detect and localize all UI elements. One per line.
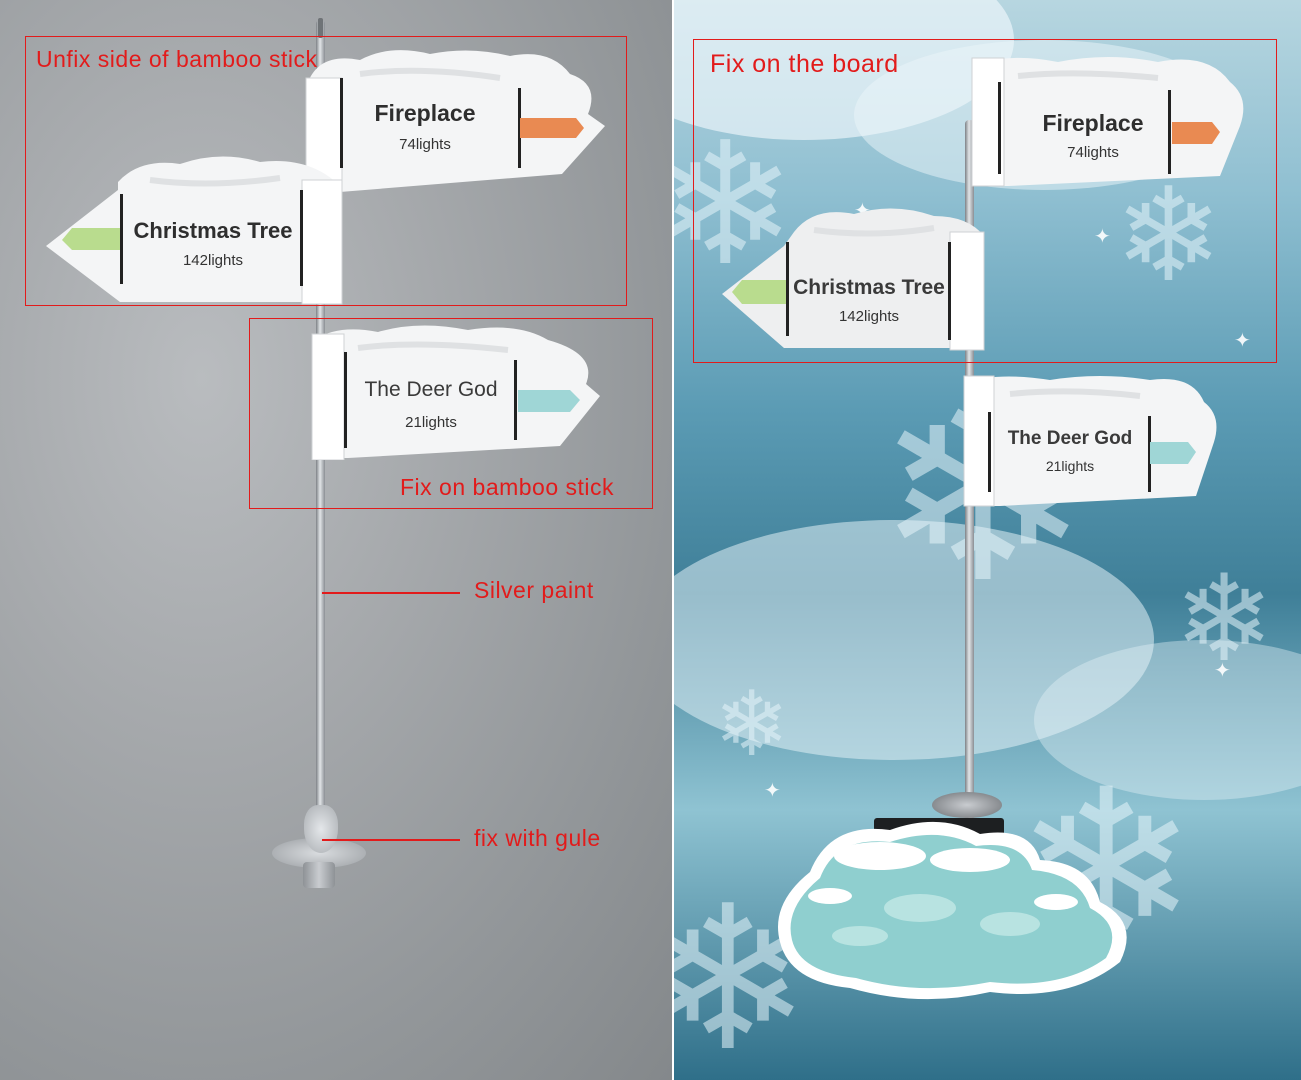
deer-god-sign-count: 21lights: [1045, 458, 1095, 474]
photo-divider: [672, 0, 674, 1080]
fireplace-sign-count: 74lights: [1067, 144, 1119, 161]
deer-god-sign-count: 21lights: [405, 414, 457, 431]
christmas-tree-sign-count: 142lights: [182, 252, 244, 269]
christmas-tree-sign-shape: [46, 156, 343, 305]
sparkle-decoration: ✦: [1214, 658, 1231, 682]
fireplace-sign-name: Fireplace: [374, 100, 476, 126]
deer-god-sign: The Deer God 21lights: [308, 320, 608, 460]
christmas-tree-sign: Christmas Tree 142lights: [40, 150, 345, 310]
background-swirl: [674, 520, 1154, 760]
unfix-side-label: Unfix side of bamboo stick: [36, 46, 318, 72]
snowflake-decoration: ❄: [1114, 159, 1223, 311]
snowflake-decoration: ❄: [714, 672, 790, 777]
snowy-rock-base: [778, 821, 1127, 1000]
fireplace-sign-shape: [305, 50, 605, 194]
glue-blob: [304, 805, 338, 853]
fix-on-board-box: [693, 39, 1277, 363]
fix-on-stick-box: [249, 318, 653, 509]
fireplace-sign: Fireplace 74lights: [300, 44, 610, 194]
fireplace-sign-shape: [971, 57, 1244, 187]
fireplace-sign: Fireplace 74lights: [968, 52, 1253, 192]
deer-god-sign-shape: [311, 325, 600, 460]
christmas-tree-sign-count: 142lights: [838, 308, 900, 325]
snowflake-decoration: ❄: [1174, 550, 1275, 689]
background-swirl: [1034, 640, 1301, 800]
christmas-tree-sign-name: Christmas Tree: [793, 276, 945, 299]
glue-label: fix with gule: [474, 825, 601, 851]
glue-leader: [322, 839, 460, 841]
christmas-tree-sign-shape: [722, 208, 985, 351]
sparkle-decoration: ✦: [1094, 224, 1111, 248]
silver-paint-leader: [322, 592, 460, 594]
deer-god-sign: The Deer God 21lights: [960, 372, 1222, 512]
photo-assembled-on-board: ❄ ❄ ❄ ❄ ❄ ❄ ❄ ✦ ✦ ✦ ✦ ✦ ✦ Fireplace 74li: [674, 0, 1301, 1080]
silver-paint-label: Silver paint: [474, 577, 594, 603]
deer-god-sign-shape: [963, 375, 1217, 507]
sparkle-decoration: ✦: [1234, 328, 1251, 352]
unfix-side-box: [25, 36, 627, 306]
fireplace-sign-count: 74lights: [399, 136, 451, 153]
photo-unassembled-signpost: Fireplace 74lights Christmas Tree 142lig…: [0, 0, 672, 1080]
deer-god-sign-name: The Deer God: [1007, 428, 1133, 449]
stick-tip: [318, 18, 323, 38]
sparkle-decoration: ✦: [764, 778, 781, 802]
base-disc: [932, 792, 1002, 818]
fix-on-board-label: Fix on the board: [710, 50, 899, 78]
christmas-tree-sign: Christmas Tree 142lights: [714, 202, 986, 352]
christmas-tree-sign-name: Christmas Tree: [133, 218, 293, 243]
fireplace-sign-name: Fireplace: [1042, 110, 1144, 136]
base-post: [303, 862, 335, 888]
fix-on-stick-label: Fix on bamboo stick: [400, 474, 615, 500]
deer-god-sign-name: The Deer God: [364, 378, 498, 401]
